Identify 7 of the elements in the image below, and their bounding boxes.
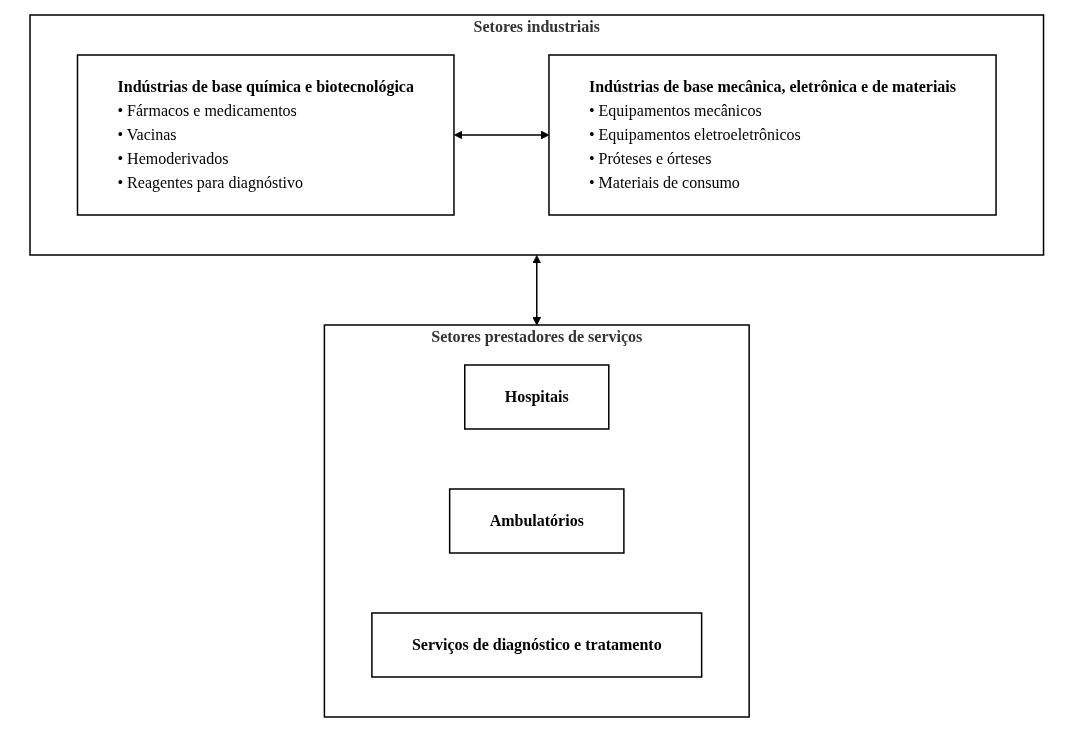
node-box: Ambulatórios [449,487,625,554]
arrow [454,130,550,139]
node-box: Indústrias de base química e biotecnológica • Fármacos e medicamentos • Vacinas • Hemoderivados • Reagentes para diagnóstivo [77,53,455,216]
node-box: Serviços de diagnóstico e tratamento [371,611,703,678]
arrow [532,254,542,325]
node-box: Hospitais [464,363,610,430]
node-box: Indústrias de base mecânica, eletrônica e de materiais • Equipamentos mecânicos • Equipamentos eletroeletrônicos • Próteses e órteses • Materiais de consumo [548,53,997,216]
